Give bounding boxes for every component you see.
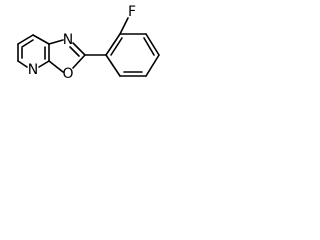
bond xyxy=(105,54,121,77)
fluorophenyl-ring xyxy=(105,17,160,77)
bond xyxy=(48,60,64,73)
atom-label-nitrogen: N xyxy=(28,62,38,78)
bond xyxy=(145,33,160,56)
oxazole-ring xyxy=(48,39,86,73)
bond xyxy=(143,37,155,56)
bond xyxy=(38,60,50,68)
atom-label-nitrogen: N xyxy=(63,32,73,48)
bond xyxy=(69,46,80,57)
bond xyxy=(17,60,28,68)
bond xyxy=(119,17,129,35)
bond xyxy=(21,39,34,48)
atom-label-oxygen: O xyxy=(62,66,73,82)
bond xyxy=(105,33,121,56)
pyridine-ring xyxy=(17,34,50,68)
bond xyxy=(145,54,160,77)
bond xyxy=(17,34,34,45)
bond xyxy=(72,54,86,69)
bond xyxy=(72,42,86,56)
bond xyxy=(110,37,123,56)
bond xyxy=(48,39,64,45)
atom-label-fluorine: F xyxy=(128,4,136,20)
bond xyxy=(32,34,50,45)
chemical-structure-diagram: N N O F xyxy=(17,4,160,82)
